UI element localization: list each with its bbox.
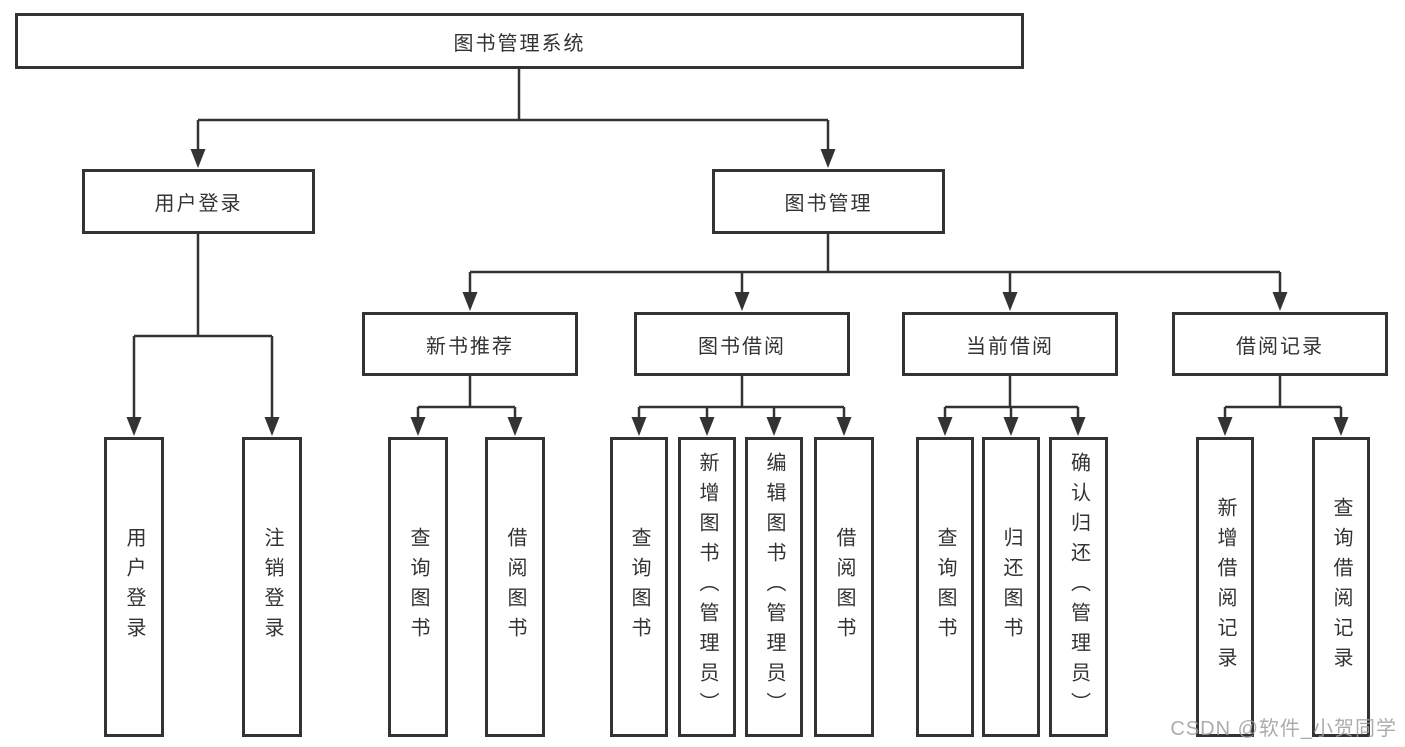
node-label: 当前借阅 [966, 335, 1054, 358]
node-label: 图书管理 [784, 193, 873, 215]
node-label: 用户登录 [154, 193, 243, 215]
node-book-management: 图书管理 [712, 169, 945, 234]
arrow-icon [937, 417, 953, 436]
node-label: 查询图书 [407, 527, 429, 647]
node-leaf-query-books-current: 查询图书 [916, 437, 974, 737]
arrow-icon [1002, 292, 1018, 311]
node-label: 借阅图书 [833, 527, 855, 647]
connector-current-borrow-to-leaves [943, 376, 1080, 418]
node-label: 新书推荐 [426, 335, 514, 358]
node-label: 新增图书（管理员） [696, 452, 718, 722]
node-leaf-edit-book-admin: 编辑图书（管理员） [745, 437, 803, 737]
node-label: 确认归还（管理员） [1067, 452, 1090, 722]
connector-user-login-to-leaves [132, 234, 274, 418]
node-label: 查询图书 [934, 527, 956, 647]
node-leaf-query-borrow-record: 查询借阅记录 [1312, 437, 1370, 737]
node-label: 查询借阅记录 [1330, 497, 1352, 677]
node-user-login: 用户登录 [82, 169, 315, 234]
arrow-icon [836, 417, 852, 436]
node-label: 新增借阅记录 [1214, 497, 1236, 677]
node-label: 编辑图书（管理员） [763, 452, 785, 722]
connector-borrow-records-to-leaves [1223, 376, 1343, 418]
node-label: 用户登录 [123, 527, 145, 647]
connector-book-borrow-to-leaves [637, 376, 846, 418]
arrow-icon [1217, 417, 1233, 436]
arrow-icon [190, 149, 206, 168]
node-label: 查询图书 [628, 527, 650, 647]
node-label: 归还图书 [1000, 527, 1022, 647]
connector-root-to-level2 [196, 69, 830, 150]
arrow-icon [507, 417, 523, 436]
node-leaf-add-book-admin: 新增图书（管理员） [678, 437, 736, 737]
node-book-borrow: 图书借阅 [634, 312, 850, 376]
node-leaf-query-books-recommend: 查询图书 [388, 437, 448, 737]
connector-new-book-recommend-to-leaves [416, 376, 517, 418]
node-leaf-add-borrow-record: 新增借阅记录 [1196, 437, 1254, 737]
arrowheads [126, 149, 1349, 436]
node-current-borrow: 当前借阅 [902, 312, 1118, 376]
arrow-icon [462, 292, 478, 311]
node-label: 注销登录 [261, 527, 283, 647]
arrow-icon [734, 292, 750, 311]
arrow-icon [1333, 417, 1349, 436]
connector-book-management-to-level3 [468, 234, 1282, 293]
node-label: 借阅记录 [1236, 335, 1324, 358]
arrow-icon [1070, 417, 1086, 436]
arrow-icon [631, 417, 647, 436]
node-borrow-records: 借阅记录 [1172, 312, 1388, 376]
node-leaf-user-login: 用户登录 [104, 437, 164, 737]
node-label: 图书管理系统 [453, 32, 586, 55]
node-leaf-borrow-books-recommend: 借阅图书 [485, 437, 545, 737]
node-leaf-borrow-books: 借阅图书 [814, 437, 874, 737]
node-leaf-confirm-return-admin: 确认归还（管理员） [1049, 437, 1108, 737]
node-library-system: 图书管理系统 [15, 13, 1024, 69]
arrow-icon [264, 417, 280, 436]
csdn-watermark: CSDN @软件_小贺同学 [1170, 718, 1397, 740]
arrow-icon [699, 417, 715, 436]
arrow-icon [126, 417, 142, 436]
arrow-icon [820, 149, 836, 168]
arrow-icon [766, 417, 782, 436]
arrow-icon [1272, 292, 1288, 311]
node-leaf-query-books-borrow: 查询图书 [610, 437, 668, 737]
node-leaf-return-book: 归还图书 [982, 437, 1040, 737]
node-new-book-recommend: 新书推荐 [362, 312, 578, 376]
node-leaf-logout: 注销登录 [242, 437, 302, 737]
arrow-icon [1003, 417, 1019, 436]
node-label: 图书借阅 [698, 335, 786, 358]
node-label: 借阅图书 [504, 527, 526, 647]
arrow-icon [410, 417, 426, 436]
